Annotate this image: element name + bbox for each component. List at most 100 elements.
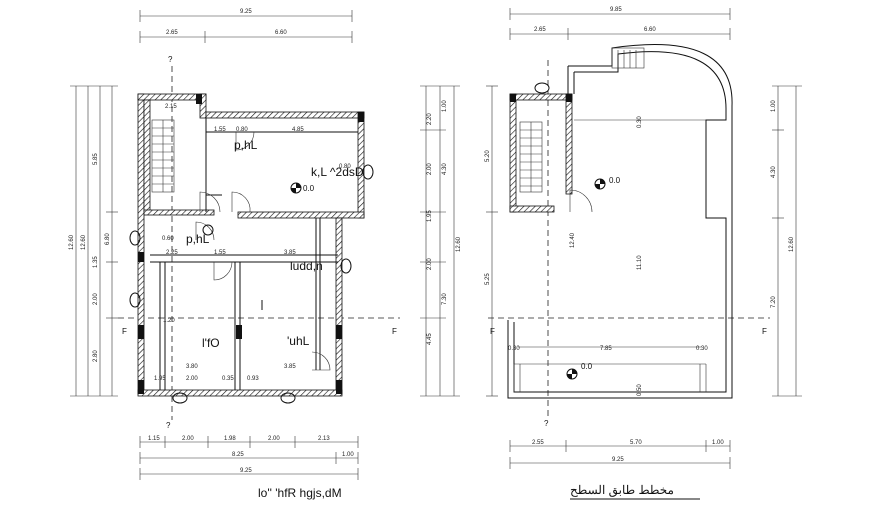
svg-text:0.30: 0.30	[696, 346, 708, 352]
svg-text:1.55: 1.55	[214, 127, 226, 133]
north-mark-bottom: ?	[166, 421, 171, 430]
section-mark-left: F	[122, 327, 127, 336]
svg-text:9.25: 9.25	[240, 468, 252, 474]
svg-text:1.00: 1.00	[442, 100, 448, 112]
svg-text:3.80: 3.80	[186, 364, 198, 370]
svg-text:6.60: 6.60	[644, 27, 656, 33]
svg-text:2.65: 2.65	[534, 27, 546, 33]
left-stair	[151, 119, 175, 193]
svg-text:11.10: 11.10	[637, 255, 643, 270]
room-label-room2: l'fO	[202, 336, 220, 350]
left-plan-title: lo'' 'hfR hgjs,dM	[258, 486, 342, 500]
svg-text:12.60: 12.60	[69, 234, 75, 250]
svg-text:12.60: 12.60	[81, 234, 87, 250]
right-section-mark-left: F	[490, 327, 495, 336]
svg-text:0.60: 0.60	[162, 236, 174, 242]
svg-text:1.95: 1.95	[154, 376, 166, 382]
svg-text:5.85: 5.85	[93, 153, 99, 165]
svg-text:2.00: 2.00	[268, 436, 280, 442]
left-ground-floor-plan: 9.25 2.65 6.60 ? ? F F	[69, 9, 462, 500]
svg-text:12.40: 12.40	[570, 232, 576, 248]
svg-text:2.15: 2.15	[165, 104, 177, 110]
svg-text:1.15: 1.15	[148, 436, 160, 442]
svg-text:8.25: 8.25	[232, 452, 244, 458]
left-columns	[138, 94, 364, 394]
right-level-mark-2: 0.0	[581, 362, 593, 371]
right-north-mark: ?	[544, 419, 549, 428]
svg-text:2.00: 2.00	[186, 376, 198, 382]
svg-text:0.50: 0.50	[637, 384, 643, 396]
right-top-dimensions: 9.85 2.65 6.60	[509, 7, 731, 40]
svg-text:1.98: 1.98	[224, 436, 236, 442]
svg-text:7.85: 7.85	[600, 346, 612, 352]
svg-text:0.30: 0.30	[508, 346, 520, 352]
right-left-side-dimensions: 5.20 5.25	[485, 85, 498, 397]
right-bottom-dimensions: 2.55 5.70 1.00 9.25	[509, 440, 731, 469]
svg-text:2.00: 2.00	[182, 436, 194, 442]
room-label-hall: p,hL	[234, 138, 258, 152]
left-doors	[195, 131, 331, 371]
svg-text:12.60: 12.60	[789, 236, 795, 252]
svg-text:1.00: 1.00	[771, 100, 777, 112]
svg-text:4.30: 4.30	[771, 166, 777, 178]
svg-text:0.80: 0.80	[236, 127, 248, 133]
svg-text:6.80: 6.80	[105, 233, 111, 245]
svg-text:5.70: 5.70	[630, 440, 642, 446]
svg-text:2.00: 2.00	[427, 163, 433, 175]
svg-text:1.55: 1.55	[214, 250, 226, 256]
svg-text:2.13: 2.13	[318, 436, 330, 442]
svg-text:0.30: 0.30	[637, 116, 643, 128]
svg-text:2.80: 2.80	[93, 350, 99, 362]
section-mark-right: F	[392, 327, 397, 336]
left-bottom-dimensions: 1.15 2.00 1.98 2.00 2.13 8.25 1.00 9.25	[139, 436, 359, 480]
right-parapet	[507, 44, 733, 399]
svg-text:4.45: 4.45	[427, 333, 433, 345]
svg-text:5.25: 5.25	[485, 273, 491, 285]
svg-text:1.00: 1.00	[342, 452, 354, 458]
left-fixtures	[129, 164, 374, 404]
left-inner-dims: 2.15 1.55 0.80 4.85 2.25 1.55 3.85 3.80 …	[154, 104, 351, 382]
svg-text:3.85: 3.85	[284, 250, 296, 256]
svg-text:0.80: 0.80	[339, 164, 351, 170]
svg-text:12.60: 12.60	[456, 236, 462, 252]
svg-text:5.20: 5.20	[485, 150, 491, 162]
svg-text:0.35: 0.35	[222, 376, 234, 382]
right-roof-plan: 9.85 2.65 6.60 ? F F	[485, 7, 802, 500]
dim-top-overall: 9.25	[240, 9, 252, 15]
svg-text:2.25: 2.25	[166, 250, 178, 256]
svg-text:7.30: 7.30	[442, 293, 448, 305]
room-label-kitchen: k,L ^2dsD	[311, 165, 364, 179]
right-plan-title: مخطط طابق السطح	[570, 483, 674, 497]
right-level-mark-1: 0.0	[609, 176, 621, 185]
dim-top-b: 6.60	[275, 30, 287, 36]
right-section-mark-right: F	[762, 327, 767, 336]
svg-text:2.00: 2.00	[93, 293, 99, 305]
svg-text:1.35: 1.35	[93, 256, 99, 268]
room-label-bath: p,hL	[186, 232, 210, 246]
dim-top-a: 2.65	[166, 30, 178, 36]
level-mark: 0.0	[303, 184, 315, 193]
svg-text:3.85: 3.85	[284, 364, 296, 370]
left-side-dimensions: 12.60 12.60 5.85 1.35 6.80 2.00 2.80	[69, 85, 118, 397]
left-top-dimensions: 9.25 2.65 6.60	[139, 9, 353, 43]
svg-text:2.55: 2.55	[532, 440, 544, 446]
svg-text:2.20: 2.20	[427, 113, 433, 125]
svg-text:2.00: 2.00	[427, 258, 433, 270]
right-inner-dims: 0.30 11.10 12.40 0.30 7.85 0.30 0.50	[508, 116, 708, 396]
svg-text:9.85: 9.85	[610, 7, 622, 13]
svg-text:0.93: 0.93	[247, 376, 259, 382]
north-mark-top: ?	[168, 55, 173, 64]
room-label-room1: ludd,n	[290, 259, 323, 273]
svg-text:7.20: 7.20	[771, 296, 777, 308]
left-right-side-dimensions: 2.20 1.00 2.00 4.30 1.95 12.60 2.00 7.30…	[420, 85, 462, 397]
room-label-room3: 'uhL	[287, 334, 310, 348]
svg-text:1.00: 1.00	[712, 440, 724, 446]
svg-text:1.20: 1.20	[163, 318, 175, 324]
right-right-side-dimensions: 1.00 4.30 12.60 7.20	[771, 85, 802, 397]
svg-text:9.25: 9.25	[612, 457, 624, 463]
svg-text:4.85: 4.85	[292, 127, 304, 133]
right-stair-core	[509, 82, 593, 213]
svg-text:4.30: 4.30	[442, 163, 448, 175]
svg-text:1.95: 1.95	[427, 210, 433, 222]
